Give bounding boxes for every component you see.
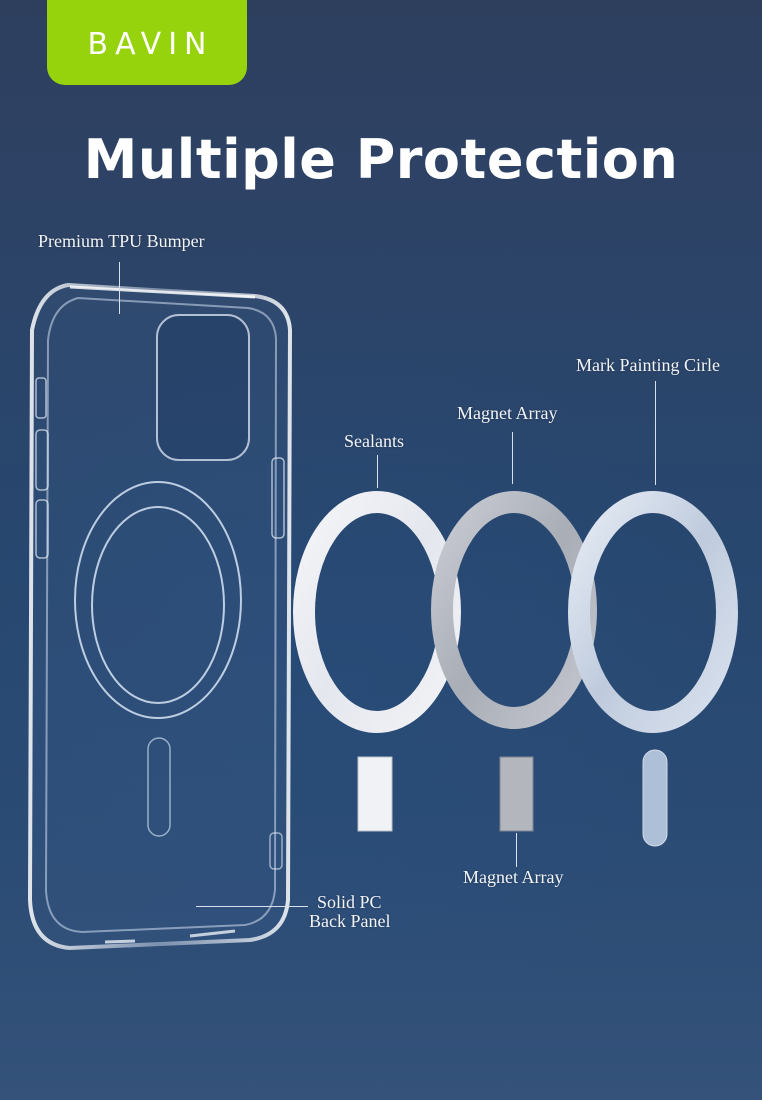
- brand-logo-badge: BAVIN: [47, 0, 247, 85]
- magnet-strip: [499, 756, 534, 832]
- phone-case: [27, 282, 293, 951]
- callout-premium-tpu-bumper: Premium TPU Bumper: [38, 231, 205, 251]
- leader-line-magnet-bottom: [516, 833, 517, 867]
- callout-back-panel-line2: Back Panel: [309, 911, 391, 931]
- mark-painting-pill: [642, 749, 668, 847]
- leader-line-mark-painting: [655, 381, 656, 485]
- page-title: Multiple Protection: [83, 128, 679, 191]
- sealant-strip: [357, 756, 393, 832]
- callout-mark-painting-circle: Mark Painting Cirle: [576, 355, 720, 375]
- magnet-array-ring: [431, 491, 597, 729]
- leader-line-magnet-top: [512, 432, 513, 484]
- callout-magnet-array-top: Magnet Array: [457, 403, 558, 423]
- brand-logo-text: BAVIN: [87, 27, 214, 62]
- callout-back-panel-line1: Solid PC: [317, 892, 382, 912]
- callout-sealants: Sealants: [344, 431, 404, 451]
- leader-line-bumper: [119, 262, 120, 314]
- leader-line-sealants: [377, 455, 378, 488]
- leader-line-back-panel: [196, 906, 308, 907]
- mark-painting-ring: [568, 491, 738, 733]
- sealant-ring: [293, 491, 461, 733]
- callout-magnet-array-bottom: Magnet Array: [463, 867, 564, 887]
